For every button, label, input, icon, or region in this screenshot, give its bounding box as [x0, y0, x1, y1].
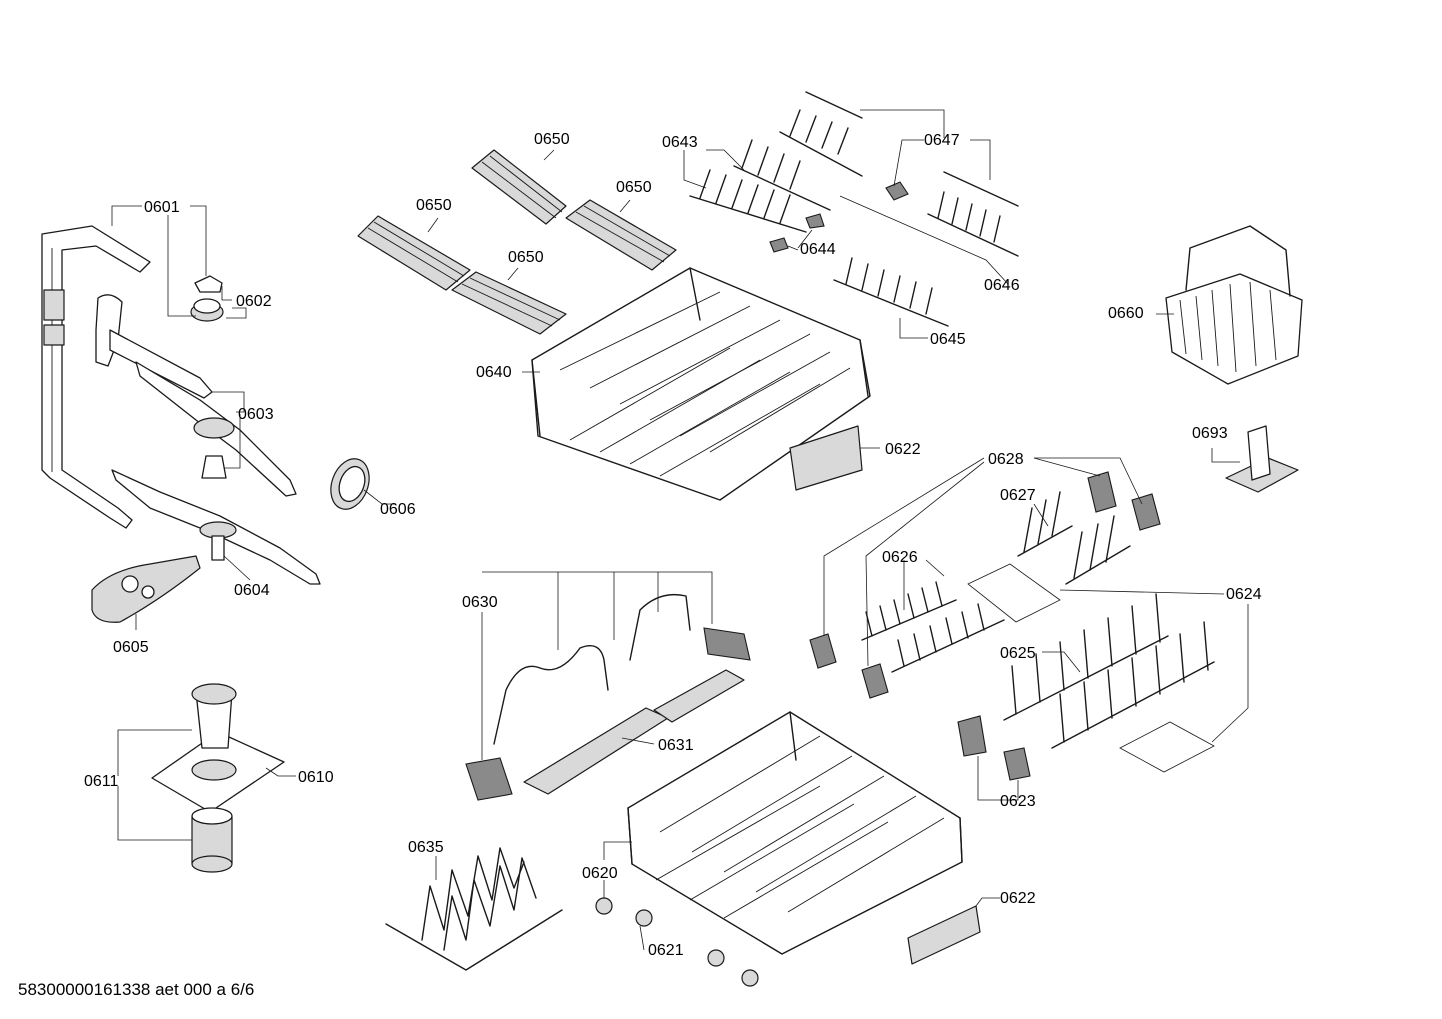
- callout-0623: 0623: [1000, 793, 1036, 810]
- callout-0645: 0645: [930, 331, 966, 348]
- tall-item-holder: [1225, 425, 1299, 493]
- upper-spray-arm: [95, 294, 297, 497]
- callout-0643: 0643: [662, 134, 698, 151]
- callout-0660: 0660: [1108, 305, 1144, 322]
- lower-spray-arm: [111, 469, 321, 585]
- callout-0647: 0647: [924, 132, 960, 149]
- callout-0635: 0635: [408, 839, 444, 856]
- callout-0644: 0644: [800, 241, 836, 258]
- tine-racks-upper: [689, 91, 1019, 327]
- callout-0628: 0628: [988, 451, 1024, 468]
- callout-0640: 0640: [476, 364, 512, 381]
- callout-0650-a: 0650: [534, 131, 570, 148]
- callout-labels: 0601 0602 0603 0604 0605 0606 0610 0611 …: [84, 131, 1262, 959]
- callout-0650-b: 0650: [616, 179, 652, 196]
- callout-0611: 0611: [84, 773, 119, 790]
- callout-0627: 0627: [1000, 487, 1036, 504]
- spray-filter-disc: [330, 458, 370, 510]
- cutlery-tray-pieces: [357, 149, 677, 335]
- callout-0603: 0603: [238, 406, 274, 423]
- callout-0630: 0630: [462, 594, 498, 611]
- basket-wheels: [595, 897, 759, 987]
- tine-rows-lower: [861, 491, 1215, 749]
- leader-lines: [111, 109, 1249, 951]
- plate-rack: [385, 847, 563, 971]
- callout-0610: 0610: [298, 769, 334, 786]
- sump-filter-plate: [151, 683, 285, 813]
- callout-0606: 0606: [380, 501, 416, 518]
- upper-basket: [531, 267, 871, 501]
- callout-0602: 0602: [236, 293, 272, 310]
- callout-0625: 0625: [1000, 645, 1036, 662]
- callout-0601: 0601: [144, 199, 180, 216]
- fold-down-holder: [465, 593, 751, 801]
- rack-clips: [809, 471, 1215, 781]
- micro-filter: [91, 555, 201, 623]
- callout-0604: 0604: [234, 582, 270, 599]
- callout-0646: 0646: [984, 277, 1020, 294]
- callout-0693: 0693: [1192, 425, 1228, 442]
- cutlery-basket: [1165, 225, 1303, 385]
- callout-0631: 0631: [658, 737, 694, 754]
- supply-pipe: [41, 225, 151, 529]
- callout-0620: 0620: [582, 865, 618, 882]
- spray-arm-nut: [190, 275, 224, 322]
- fine-filter-cylinder: [191, 807, 233, 873]
- callout-0626: 0626: [882, 549, 918, 566]
- callout-0650-d: 0650: [508, 249, 544, 266]
- lower-basket: [627, 711, 981, 965]
- callout-0622-upper: 0622: [885, 441, 921, 458]
- callout-0624: 0624: [1226, 586, 1262, 603]
- callout-0605: 0605: [113, 639, 149, 656]
- callout-0622-lower: 0622: [1000, 890, 1036, 907]
- callout-0621: 0621: [648, 942, 684, 959]
- document-code: 58300000161338 aet 000 a 6/6: [18, 980, 255, 999]
- callout-0650-c: 0650: [416, 197, 452, 214]
